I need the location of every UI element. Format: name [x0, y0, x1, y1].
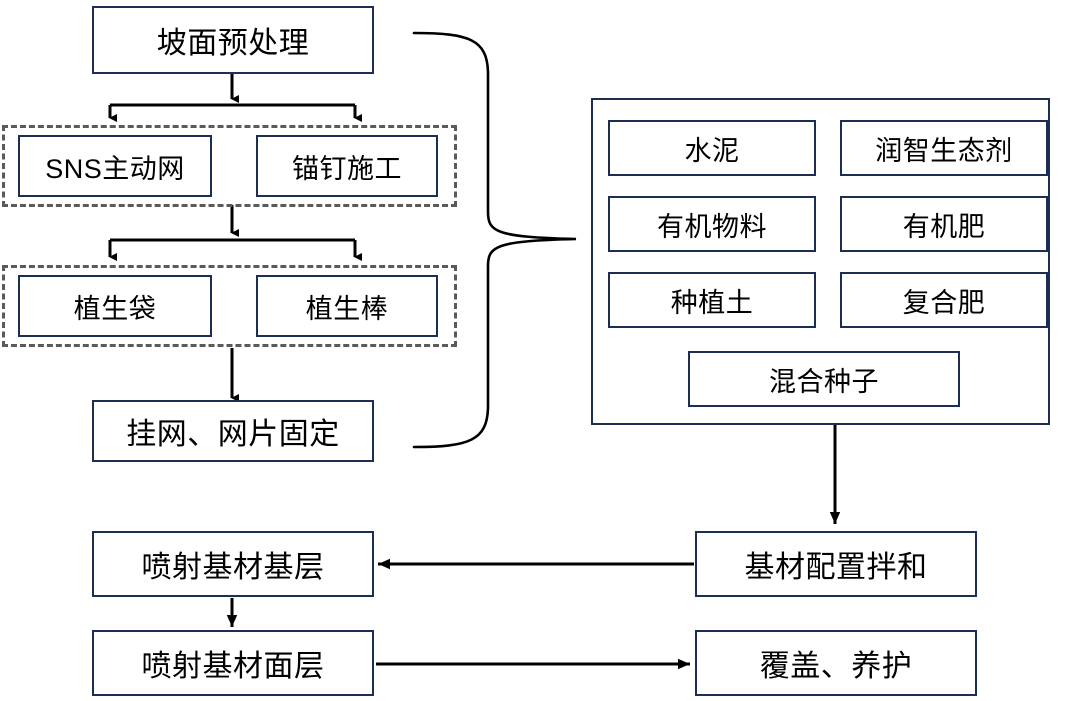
node-substrate-mixing[interactable]: 基材配置拌和	[695, 531, 977, 597]
group-slope-reinforcement	[2, 125, 457, 207]
node-vegetation-bag[interactable]: 植生袋	[18, 275, 212, 337]
material-compound-fertilizer[interactable]: 复合肥	[840, 272, 1048, 328]
material-planting-soil[interactable]: 种植土	[608, 272, 816, 328]
edge-reinforcement-to-vegetation	[108, 205, 362, 261]
node-sns-active-net[interactable]: SNS主动网	[18, 135, 212, 197]
node-cover-maintenance[interactable]: 覆盖、养护	[695, 630, 977, 696]
material-runzhi-eco-agent[interactable]: 润智生态剂	[840, 120, 1048, 176]
node-spray-base-layer[interactable]: 喷射基材基层	[92, 531, 374, 597]
node-anchor-construction[interactable]: 锚钉施工	[256, 135, 438, 197]
node-spray-surface-layer[interactable]: 喷射基材面层	[92, 630, 374, 696]
material-organic-fertilizer[interactable]: 有机肥	[840, 196, 1048, 252]
node-vegetation-stick[interactable]: 植生棒	[256, 275, 438, 337]
edge-pretreatment-to-reinforcement	[108, 74, 362, 122]
group-vegetation-materials	[2, 265, 457, 347]
node-slope-pretreatment[interactable]: 坡面预处理	[92, 6, 374, 74]
material-cement[interactable]: 水泥	[608, 120, 816, 176]
edge-process-brace-to-materials	[412, 31, 577, 449]
material-mixed-seeds[interactable]: 混合种子	[688, 351, 960, 407]
node-hang-net-fix[interactable]: 挂网、网片固定	[92, 400, 374, 462]
material-organic-material[interactable]: 有机物料	[608, 196, 816, 252]
